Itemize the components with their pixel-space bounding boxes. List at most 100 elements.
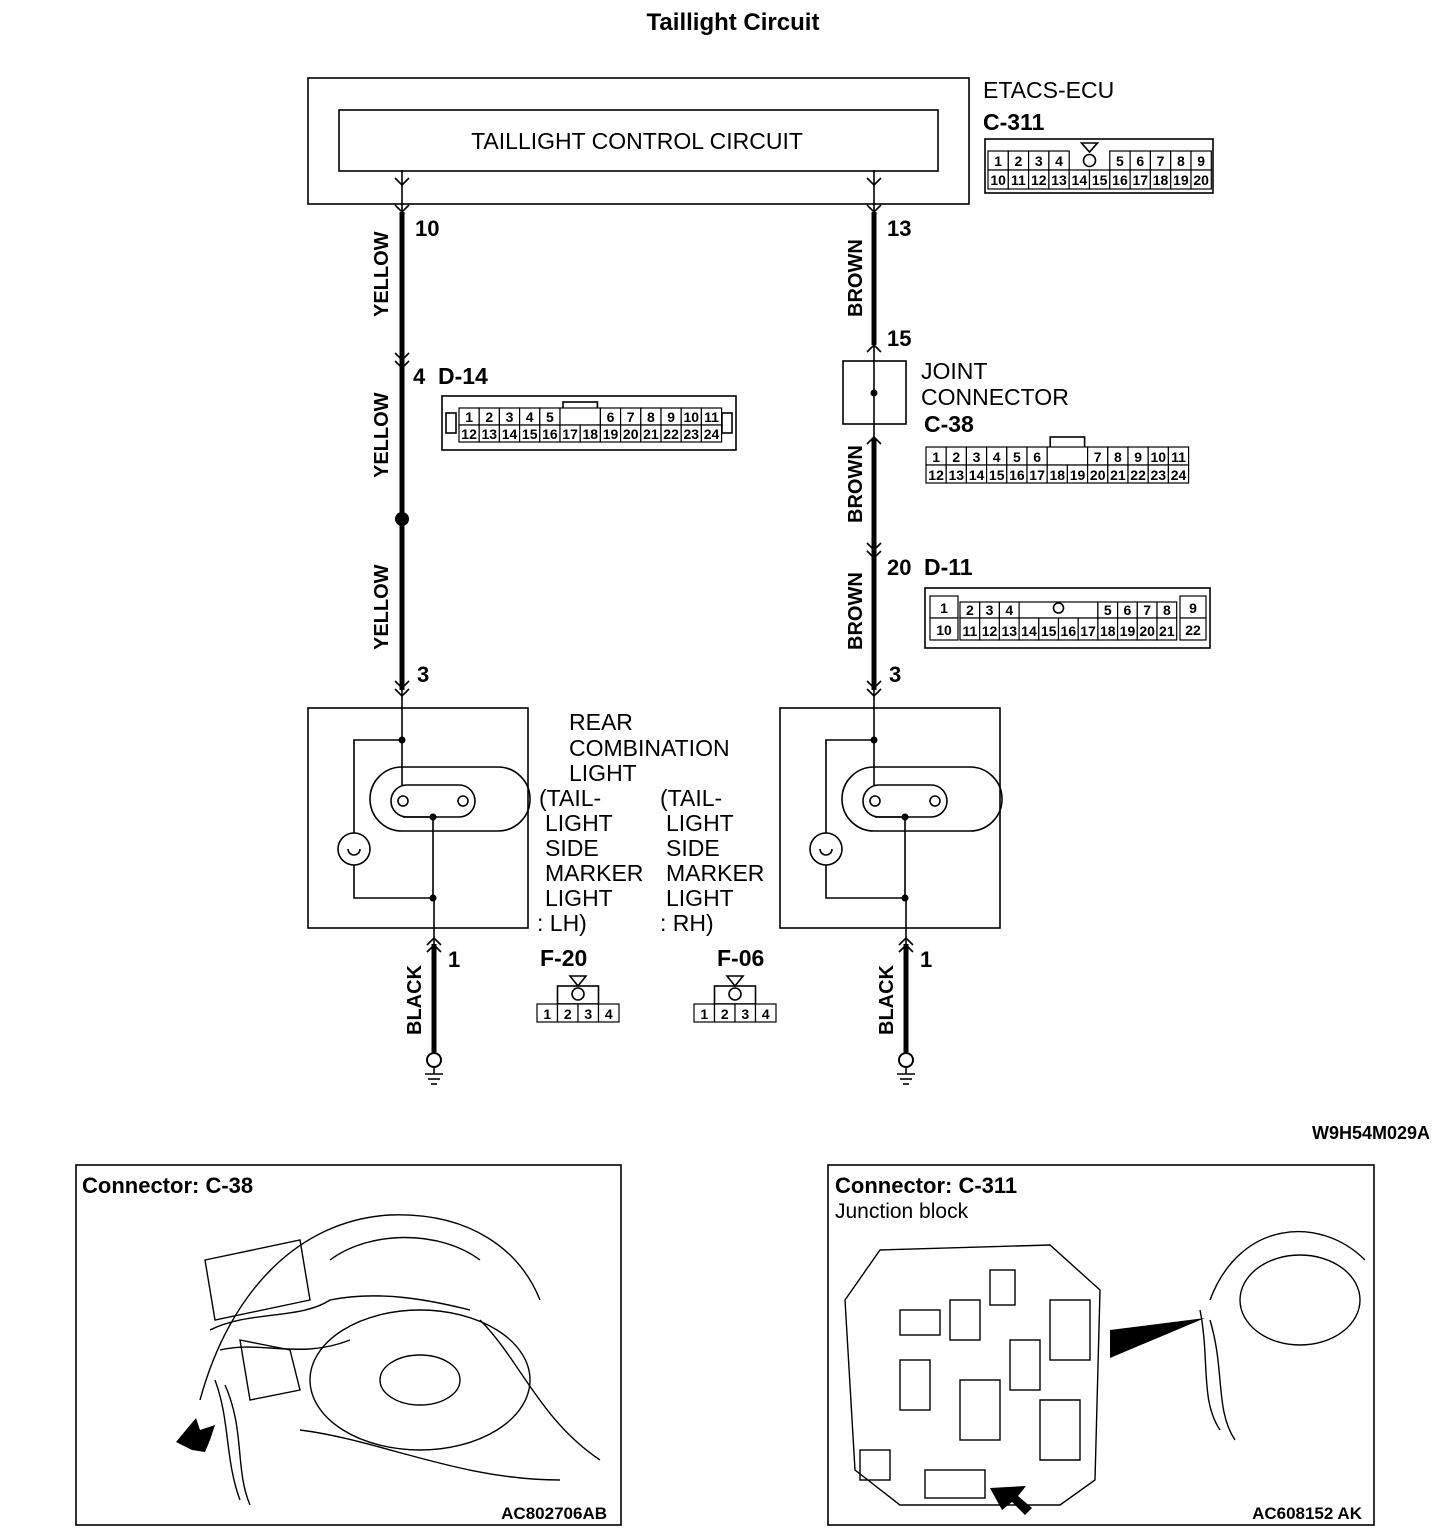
pin-number: 9 <box>1134 449 1142 465</box>
pin-number: 9 <box>1189 600 1197 616</box>
pin-number: 13 <box>1001 623 1017 639</box>
rh-label-6: : RH) <box>660 910 714 936</box>
pin-number: 17 <box>1132 172 1148 188</box>
pin-number: 12 <box>461 426 477 442</box>
pin-number: 22 <box>1185 622 1201 638</box>
pin-number: 11 <box>1171 449 1186 465</box>
pin-number: 5 <box>1116 153 1124 169</box>
pin-number: 14 <box>1072 172 1088 188</box>
pin-number: 23 <box>684 426 700 442</box>
pin-number: 14 <box>969 467 985 483</box>
wire-color-yellow-2: YELLOW <box>371 392 393 478</box>
connector-c311-panel: Connector: C-311 Junction block AC608152… <box>827 1164 1375 1526</box>
ecu-connector-name: C-311 <box>983 109 1045 135</box>
pin-number: 13 <box>482 426 498 442</box>
pin-number: 18 <box>583 426 599 442</box>
lh-label-1: (TAIL- <box>539 785 601 811</box>
pin-number: 17 <box>1029 467 1045 483</box>
pin-number: 18 <box>1153 172 1169 188</box>
pin-number: 5 <box>1104 602 1112 618</box>
rear-light-label: REAR COMBINATION LIGHT (TAIL- LIGHT SIDE… <box>537 709 764 936</box>
pin-number: 3 <box>584 1006 592 1022</box>
lh-label-6: : LH) <box>537 910 587 936</box>
pin-number: 2 <box>952 449 960 465</box>
rear-combination-light-rh <box>779 690 1003 929</box>
pin-number: 1 <box>994 153 1002 169</box>
pin-number: 5 <box>546 409 554 425</box>
connector-f06-name: F-06 <box>717 945 764 971</box>
pin-number: 8 <box>647 409 655 425</box>
pin-number: 17 <box>1080 623 1096 639</box>
pin-number: 13 <box>949 467 965 483</box>
pin-number: 3 <box>986 602 994 618</box>
pin-number: 4 <box>526 409 534 425</box>
junction-block-illustration <box>844 1231 1366 1506</box>
pin-number: 20 <box>1193 172 1209 188</box>
pin-number: 10 <box>936 622 952 638</box>
wire-color-brown-2: BROWN <box>845 445 867 523</box>
wire-color-black-lh: BLACK <box>404 964 426 1035</box>
pin-number: 22 <box>663 426 679 442</box>
pin-ecu-10: 10 <box>415 216 439 241</box>
circuit-label: TAILLIGHT CONTROL CIRCUIT <box>471 128 803 154</box>
lh-label-4: MARKER <box>545 860 643 886</box>
pin-number: 21 <box>1110 467 1126 483</box>
pin-number: 21 <box>1159 623 1175 639</box>
wire-color-black-rh: BLACK <box>876 964 898 1035</box>
pin-joint-15: 15 <box>887 326 911 351</box>
diagram-code: W9H54M029A <box>1312 1123 1430 1143</box>
wire-color-yellow-3: YELLOW <box>371 564 393 650</box>
pin-number: 24 <box>704 426 720 442</box>
pin-number: 7 <box>1094 449 1102 465</box>
pin-number: 6 <box>1136 153 1144 169</box>
ground-symbol-rh <box>897 1052 915 1085</box>
panel-left-title: Connector: C-38 <box>82 1173 253 1198</box>
joint-label-2: CONNECTOR <box>921 384 1069 410</box>
rh-label-3: SIDE <box>666 835 720 861</box>
pin-number: 6 <box>1124 602 1132 618</box>
pin-number: 9 <box>1197 153 1205 169</box>
pin-number: 11 <box>962 623 977 639</box>
pin-number: 7 <box>1157 153 1165 169</box>
pin-number: 18 <box>1100 623 1116 639</box>
pin-number: 16 <box>1009 467 1025 483</box>
pin-number: 14 <box>1021 623 1037 639</box>
pin-ground-rh-1: 1 <box>920 947 932 972</box>
rh-label-4: MARKER <box>666 860 764 886</box>
pin-number: 9 <box>667 409 675 425</box>
pin-number: 19 <box>1070 467 1086 483</box>
pin-number: 8 <box>1114 449 1122 465</box>
pin-number: 1 <box>543 1006 551 1022</box>
pin-number: 20 <box>623 426 639 442</box>
pin-number: 21 <box>643 426 659 442</box>
rear-combination-light-lh <box>307 690 531 929</box>
pin-number: 20 <box>1139 623 1155 639</box>
page-title: Taillight Circuit <box>647 9 820 36</box>
pin-number: 24 <box>1171 467 1187 483</box>
pin-number: 3 <box>741 1006 749 1022</box>
ground-symbol-lh <box>425 1052 443 1085</box>
pin-number: 1 <box>465 409 473 425</box>
pin-number: 2 <box>1015 153 1023 169</box>
pin-number: 18 <box>1050 467 1066 483</box>
panel-right-title: Connector: C-311 <box>835 1173 1017 1198</box>
pin-number: 4 <box>605 1006 613 1022</box>
pin-number: 22 <box>1130 467 1146 483</box>
pin-number: 10 <box>1151 449 1167 465</box>
pin-ecu-13: 13 <box>887 216 911 241</box>
pin-number: 12 <box>928 467 944 483</box>
pin-number: 2 <box>564 1006 572 1022</box>
pin-number: 13 <box>1051 172 1067 188</box>
pin-number: 15 <box>1041 623 1057 639</box>
connector-d14-name: D-14 <box>438 363 488 389</box>
pin-number: 4 <box>1055 153 1063 169</box>
pin-number: 5 <box>1013 449 1021 465</box>
pin-number: 15 <box>1092 172 1108 188</box>
rh-label-2: LIGHT <box>666 810 734 836</box>
